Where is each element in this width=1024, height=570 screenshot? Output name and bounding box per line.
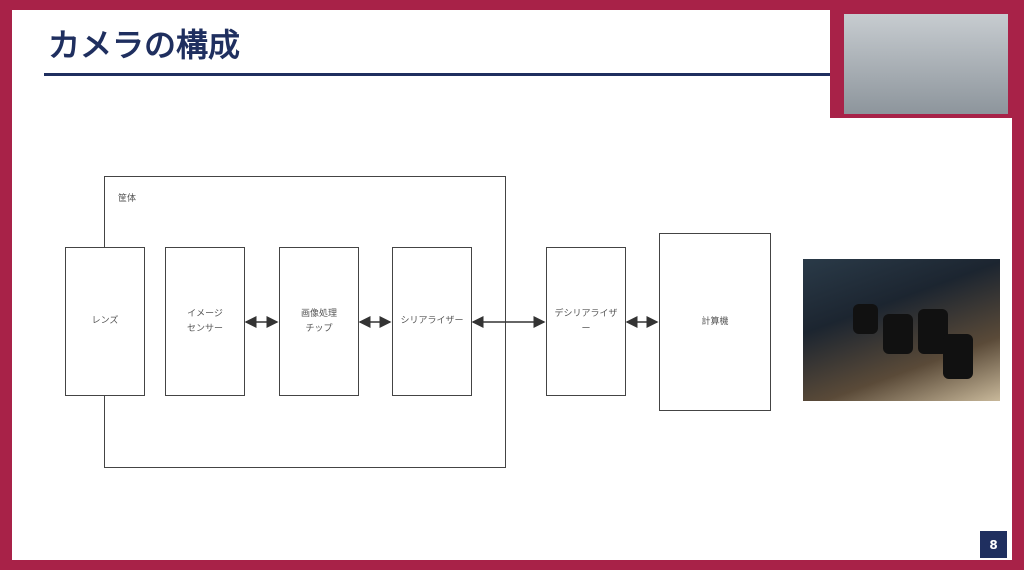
deserializer-block: デシリアライザー [546, 247, 626, 396]
housing-label: 筐体 [118, 194, 137, 204]
page-number: 8 [980, 531, 1007, 558]
image-sensor-label-2: センサー [186, 323, 223, 334]
image-processing-chip-block: 画像処理チップ [279, 247, 359, 396]
image-sensor-label-1: イメージ [187, 308, 223, 319]
lens-label: レンズ [91, 316, 119, 326]
presenter-video [830, 10, 1012, 118]
deserializer-label-2: ー [581, 323, 591, 334]
image-sensor-block: イメージセンサー [165, 247, 245, 396]
page-title: カメラの構成 [48, 26, 241, 64]
computer-label: 計算機 [701, 316, 729, 327]
computer-block: 計算機 [659, 233, 771, 411]
serializer-label: シリアライザー [400, 316, 464, 326]
chip-label-2: チップ [305, 323, 333, 334]
camera-photo [803, 259, 1000, 401]
deserializer-label-1: デシリアライザ [554, 308, 618, 319]
chip-label-1: 画像処理 [300, 308, 337, 319]
lens-block: レンズ [65, 247, 145, 396]
title-divider [44, 73, 834, 76]
